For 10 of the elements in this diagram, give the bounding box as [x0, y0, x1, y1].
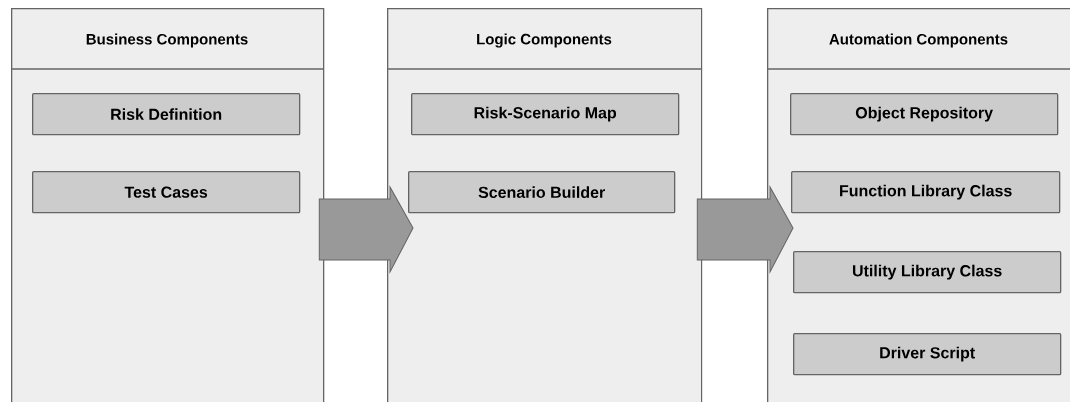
- component-box: Risk-Scenario Map: [411, 93, 680, 136]
- component-box: Object Repository: [790, 93, 1059, 136]
- block-arrow: [696, 186, 794, 273]
- component-box: Scenario Builder: [408, 171, 676, 214]
- component-box: Risk Definition: [32, 93, 301, 136]
- component-box: Utility Library Class: [793, 251, 1062, 294]
- component-box: Test Cases: [32, 171, 301, 214]
- block-arrow: [318, 186, 414, 273]
- component-box: Driver Script: [793, 333, 1062, 376]
- component-box: Function Library Class: [791, 171, 1061, 214]
